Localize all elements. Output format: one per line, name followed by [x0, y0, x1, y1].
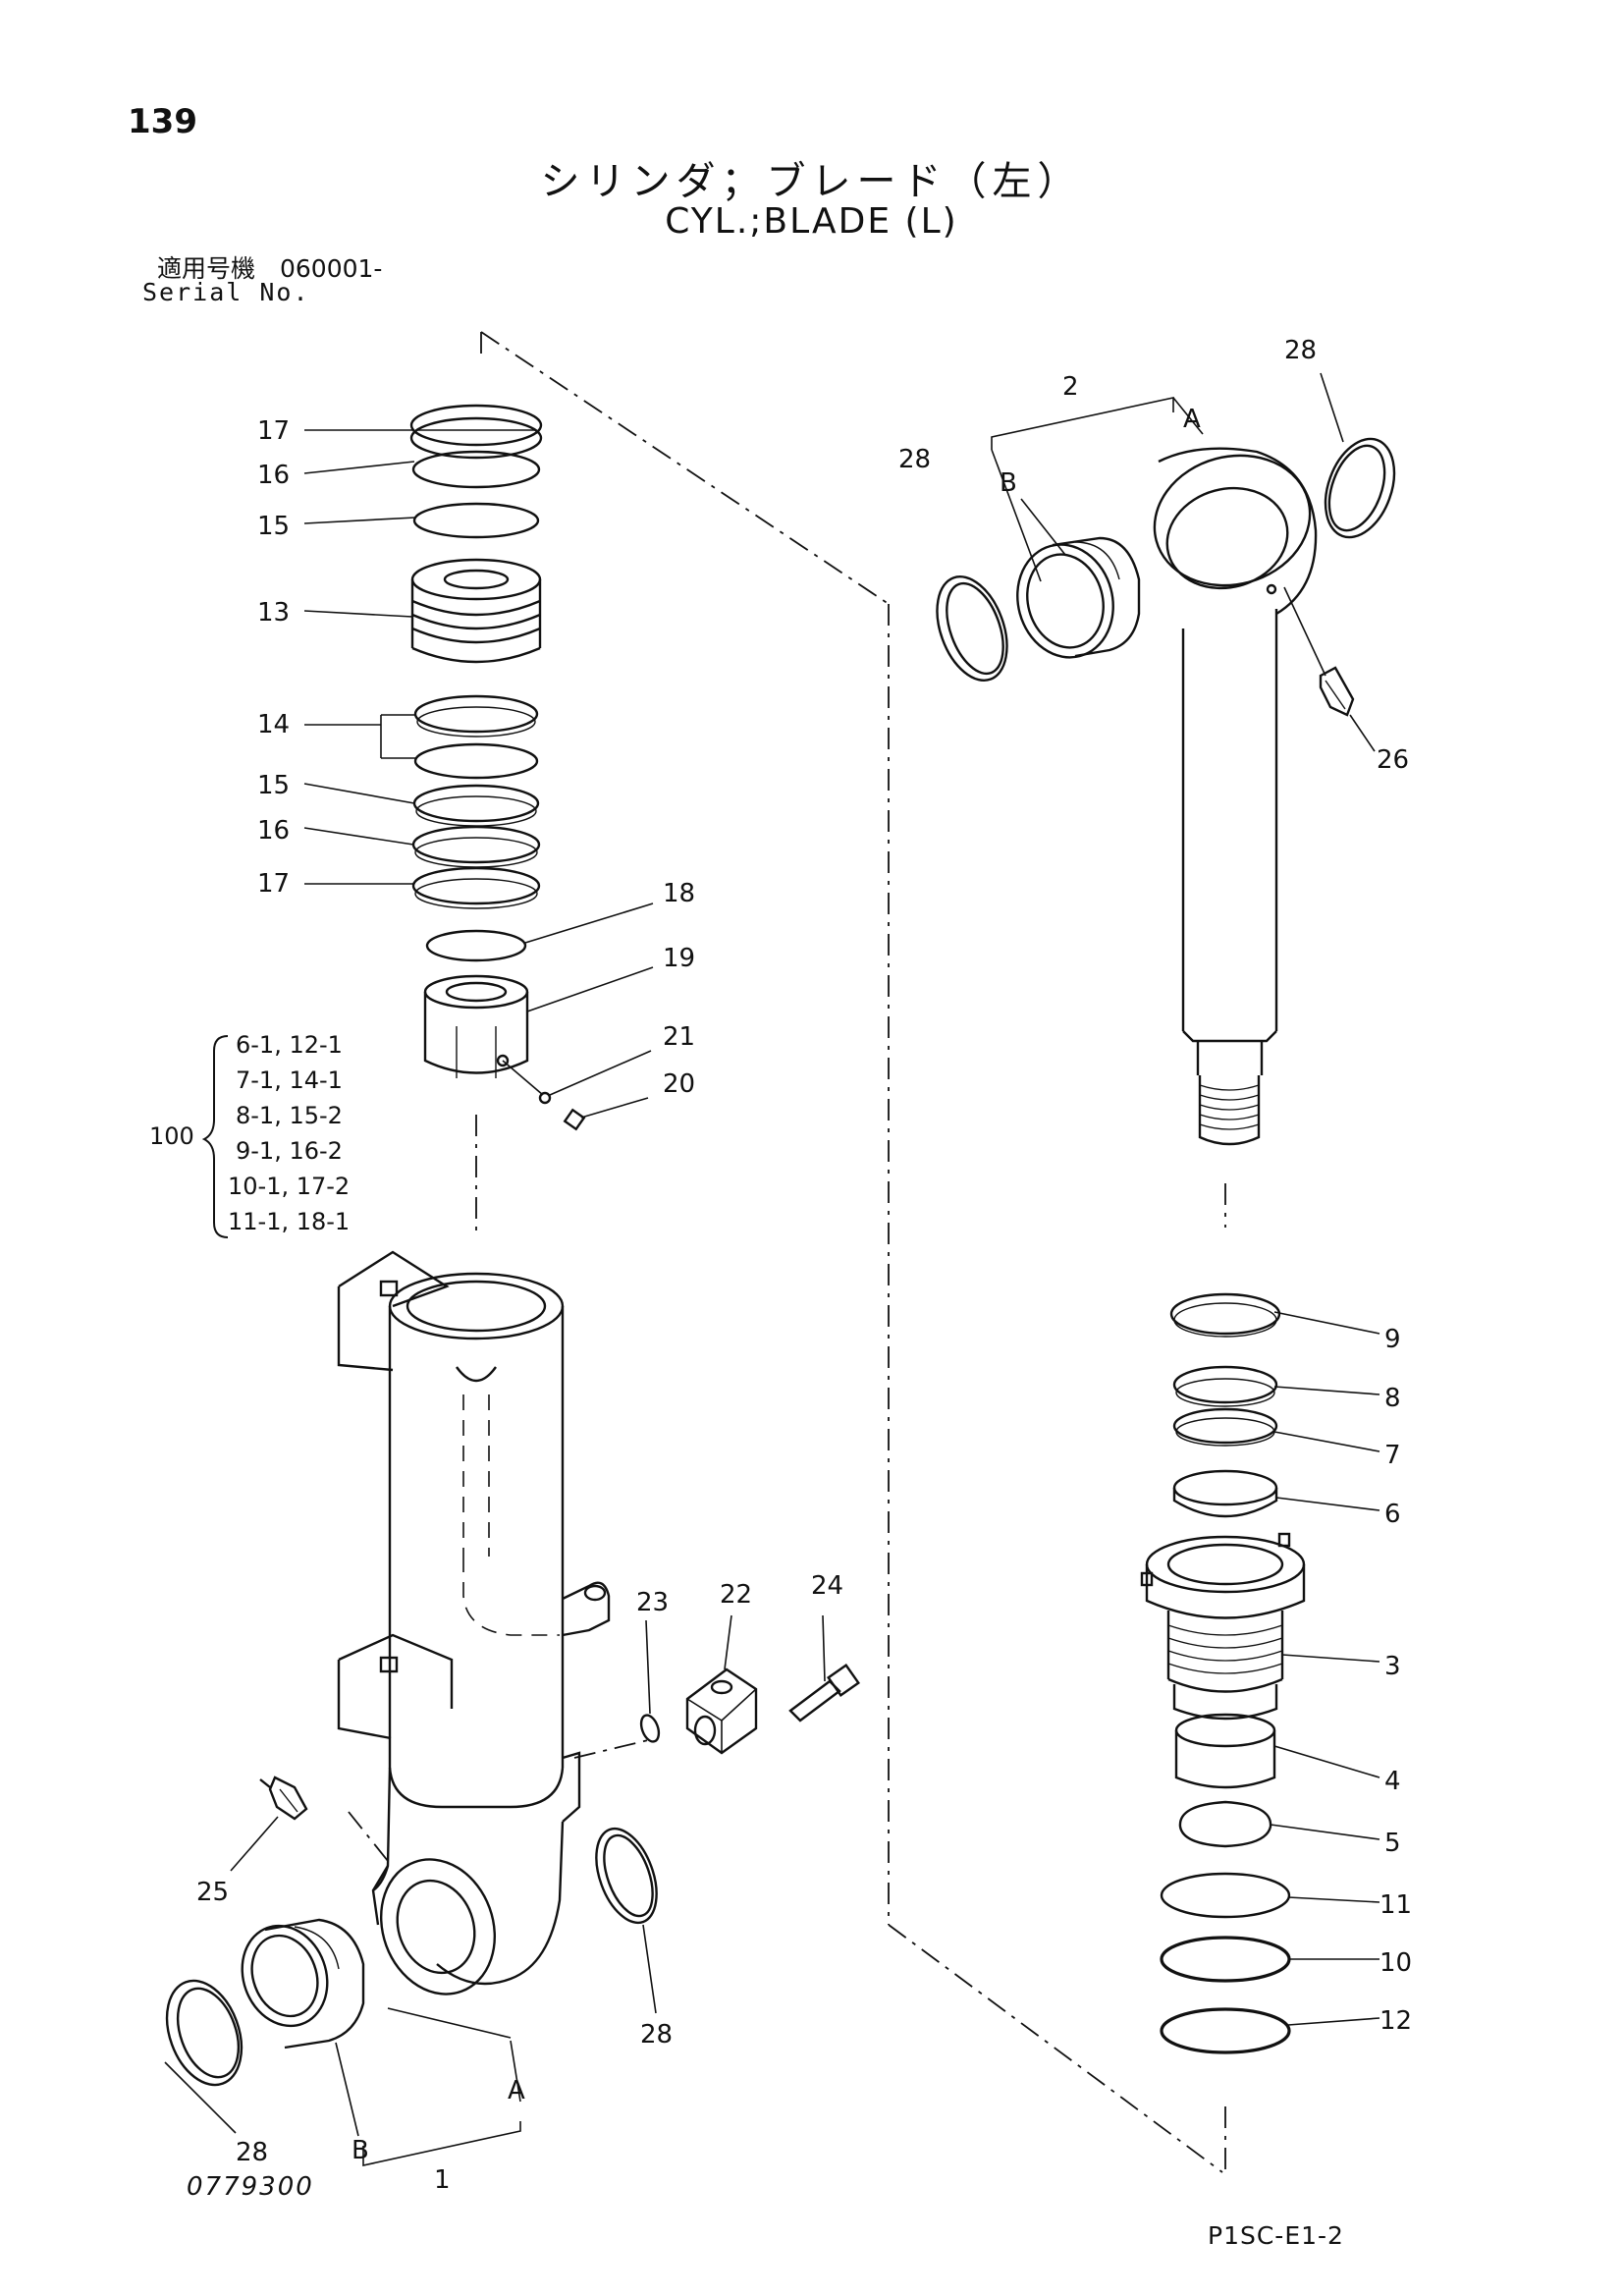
- cylinder-head-3: [1140, 1532, 1306, 1721]
- callout-25: 25: [196, 1878, 229, 1907]
- callout-19: 19: [663, 944, 695, 973]
- ring-17-upper: [409, 404, 543, 460]
- kit-number: 100: [149, 1122, 194, 1150]
- piston-13: [410, 558, 542, 664]
- callout-7: 7: [1384, 1441, 1401, 1470]
- snap-ring-5: [1178, 1800, 1272, 1848]
- callout-a: A: [508, 2076, 525, 2105]
- nut-19: [423, 974, 529, 1078]
- ring-15-upper: [412, 502, 540, 539]
- seal-28-top-left: [936, 574, 1008, 683]
- callout-6: 6: [1384, 1500, 1401, 1529]
- callout-23: 23: [636, 1588, 669, 1617]
- callout-28: 28: [640, 2020, 673, 2050]
- callout-8: 8: [1384, 1384, 1401, 1413]
- ring-7: [1172, 1407, 1278, 1447]
- seal-28-bottom-right: [595, 1827, 658, 1925]
- callout-17: 17: [257, 869, 290, 899]
- title-japanese: シリンダ；ブレード（左）: [540, 159, 1083, 204]
- kit-row: 9-1, 16-2: [236, 1137, 343, 1165]
- grease-fitting-25: [259, 1776, 308, 1821]
- callout-a: A: [1183, 405, 1201, 434]
- callout-18: 18: [663, 879, 695, 908]
- kit-row: 7-1, 14-1: [236, 1066, 343, 1094]
- callout-24: 24: [811, 1571, 843, 1601]
- ring-15-lower: [412, 784, 540, 827]
- callout-11: 11: [1380, 1890, 1412, 1920]
- callout-3: 3: [1384, 1652, 1401, 1681]
- kit-row: 11-1, 18-1: [228, 1208, 350, 1235]
- ball-21: [538, 1091, 552, 1105]
- leader-lines: [164, 372, 1380, 2166]
- ring-16-lower: [411, 825, 541, 868]
- callout-28: 28: [1284, 336, 1317, 365]
- callout-4: 4: [1384, 1767, 1401, 1796]
- o-ring-11: [1160, 1872, 1291, 1919]
- seal-14: [413, 694, 539, 780]
- ring-18: [425, 929, 527, 962]
- callout-14: 14: [257, 710, 290, 739]
- callout-b: B: [352, 2136, 369, 2165]
- set-screw-20: [563, 1108, 586, 1131]
- callout-16: 16: [257, 816, 290, 846]
- callout-16: 16: [257, 461, 290, 490]
- callout-28: 28: [236, 2138, 268, 2167]
- callout-26: 26: [1377, 745, 1409, 775]
- callout-17: 17: [257, 416, 290, 446]
- page-code: P1SC-E1-2: [1208, 2221, 1344, 2250]
- callout-labels: 17 16 15 13 14 15 16 17 18 19 21 20 23 2…: [196, 336, 1412, 2195]
- ring-6: [1172, 1469, 1278, 1518]
- callout-20: 20: [663, 1069, 695, 1099]
- ring-16-upper: [411, 450, 541, 489]
- callout-10: 10: [1380, 1948, 1412, 1978]
- o-ring-10: [1160, 1936, 1291, 1983]
- callout-2: 2: [1062, 372, 1079, 402]
- kit-row: 8-1, 15-2: [236, 1102, 343, 1129]
- kit-row: 10-1, 17-2: [228, 1173, 350, 1200]
- callout-13: 13: [257, 598, 290, 628]
- callout-12: 12: [1380, 2006, 1412, 2036]
- block-22: [685, 1667, 758, 1755]
- assembly-guide-lines: [348, 331, 1226, 2175]
- serial-applicable-japanese: 適用号機 060001-: [157, 254, 383, 283]
- bushing-4: [1174, 1713, 1276, 1789]
- ring-9: [1169, 1292, 1281, 1338]
- kit-brace: [201, 1035, 229, 1238]
- callout-28: 28: [898, 445, 931, 474]
- kit-100-list: 100 6-1, 12-1 7-1, 14-1 8-1, 15-2 9-1, 1…: [149, 1031, 350, 1235]
- grease-fitting-26: [1319, 666, 1355, 717]
- ring-8: [1172, 1365, 1278, 1407]
- callout-15: 15: [257, 771, 290, 800]
- seal-28-bottom-left: [165, 1979, 243, 2087]
- callout-b: B: [1000, 468, 1017, 498]
- bushing-b-left: [241, 1918, 365, 2050]
- callout-21: 21: [663, 1022, 695, 1052]
- seal-28-top-right: [1324, 437, 1396, 539]
- cylinder-tube-1: [337, 1250, 611, 2039]
- ring-17-lower: [411, 866, 541, 909]
- bolt-24: [788, 1664, 860, 1722]
- o-ring-23: [639, 1714, 661, 1743]
- kit-row: 6-1, 12-1: [236, 1031, 343, 1059]
- callout-1: 1: [434, 2165, 451, 2195]
- page-number: 139: [128, 102, 197, 141]
- callout-22: 22: [720, 1580, 752, 1610]
- bushing-b-right: [1016, 536, 1141, 659]
- callout-15: 15: [257, 512, 290, 541]
- rod-eye-2: [1153, 447, 1318, 1146]
- callout-9: 9: [1384, 1325, 1401, 1354]
- callout-5: 5: [1384, 1829, 1401, 1858]
- drawing-code: 0779300: [187, 2172, 314, 2202]
- serial-no-label: Serial No.: [142, 278, 310, 306]
- title-english: CYL.;BLADE (L): [665, 201, 958, 242]
- o-ring-12: [1160, 2007, 1291, 2054]
